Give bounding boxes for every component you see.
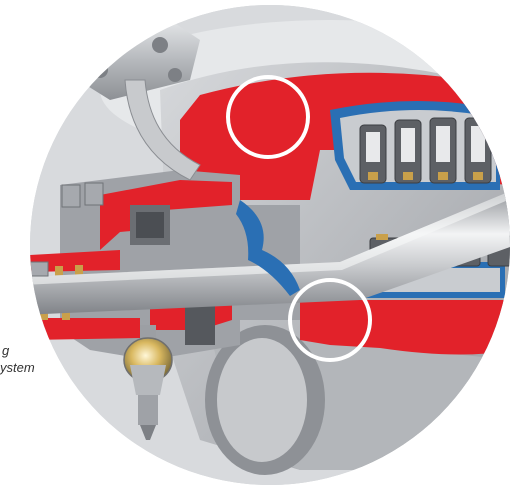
section-red-bottom [300, 285, 510, 355]
pipe-elbow [124, 79, 201, 181]
highlight-circle-bottom [288, 278, 372, 362]
section-red-flange [0, 262, 30, 345]
shaft [30, 190, 510, 316]
hex-fittings [30, 182, 104, 277]
oil-sight-glass [123, 325, 173, 440]
seal-chamber-blue [236, 200, 300, 296]
caption-line-1: g [2, 343, 10, 358]
caption-line-2: ystem [0, 360, 35, 375]
caption: g ystem [0, 342, 120, 376]
section-red-left [100, 180, 232, 250]
highlight-circle-top [226, 75, 310, 159]
